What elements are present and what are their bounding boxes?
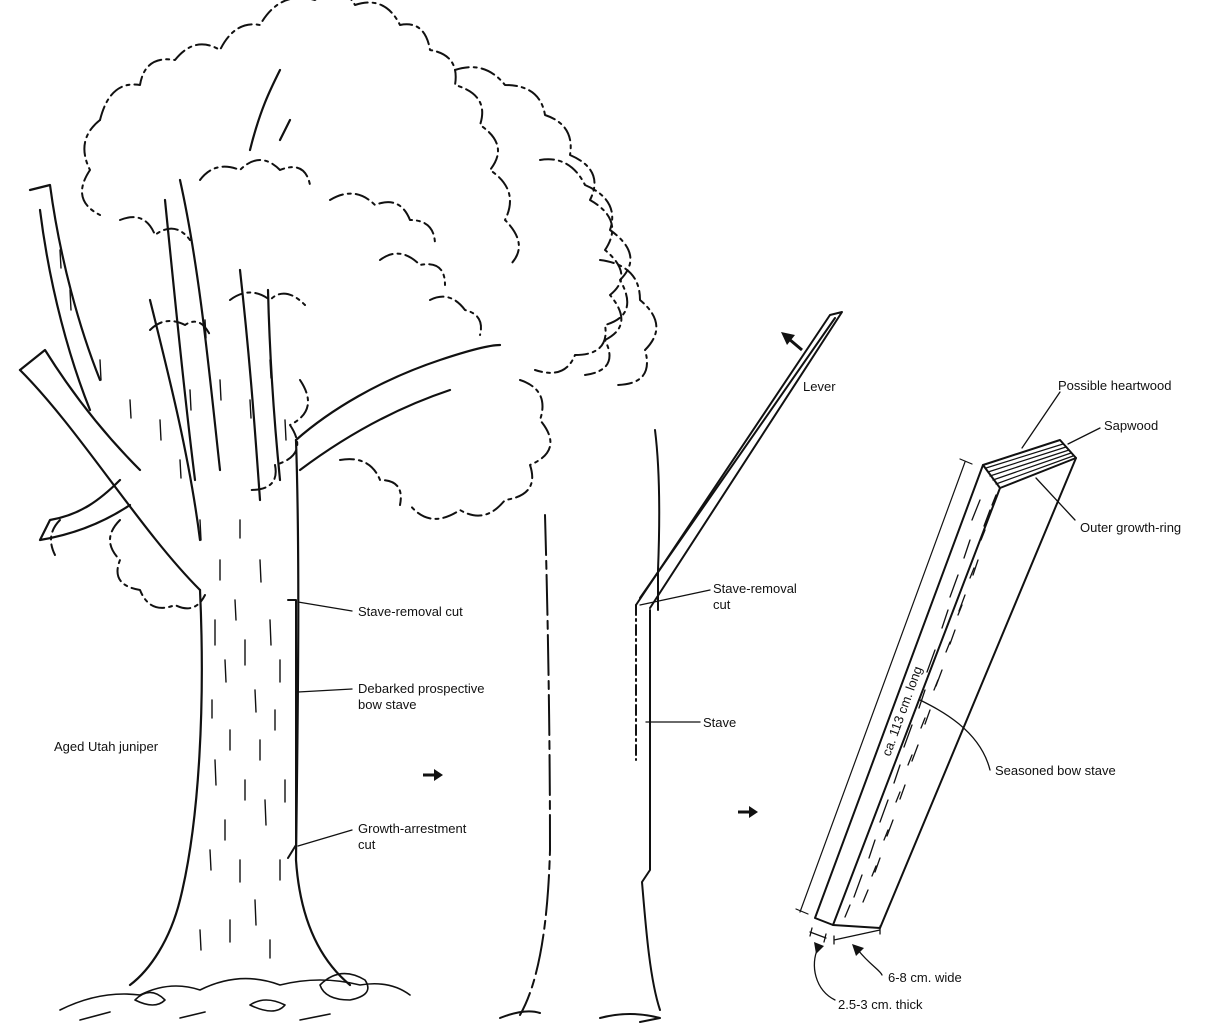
trunk-stave-removal-label-line1: Stave-removal (713, 581, 797, 596)
lever (636, 312, 842, 608)
stave-label: Stave (703, 715, 736, 730)
tree-title-label: Aged Utah juniper (54, 739, 159, 754)
tree-bark-texture (60, 250, 286, 958)
debarked-stave-label-line1: Debarked prospective (358, 681, 484, 696)
right-arrow-icon (738, 806, 758, 818)
possible-heartwood-label: Possible heartwood (1058, 378, 1171, 393)
cross-section-dimensions (810, 926, 880, 944)
trunk-panel: Lever Stave-removal cut Stave (500, 312, 842, 1022)
stave-removal-cut-label: Stave-removal cut (358, 604, 463, 619)
growth-arrest-label-line1: Growth-arrestment (358, 821, 467, 836)
sapwood-label: Sapwood (1104, 418, 1158, 433)
trunk-outline (500, 430, 660, 1022)
stave-panel: Possible heartwood Sapwood Outer growth-… (796, 378, 1181, 1012)
width-label: 6-8 cm. wide (888, 970, 962, 985)
growth-arrest-label-line2: cut (358, 837, 376, 852)
right-arrow-icon (423, 769, 443, 781)
length-dimension (796, 459, 972, 914)
lever-arrow-icon (781, 332, 802, 350)
seasoned-stave (815, 440, 1076, 928)
trunk-stave-removal-label-line2: cut (713, 597, 731, 612)
tree-stave-strip (288, 600, 296, 858)
tree-canopy (51, 0, 656, 608)
tree-trunk (20, 70, 500, 985)
outer-growth-ring-label: Outer growth-ring (1080, 520, 1181, 535)
lever-label: Lever (803, 379, 836, 394)
thickness-label: 2.5-3 cm. thick (838, 997, 923, 1012)
seasoned-bow-stave-label: Seasoned bow stave (995, 763, 1116, 778)
debarked-stave-label-line2: bow stave (358, 697, 417, 712)
tree-panel: Aged Utah juniper Stave-removal cut Deba… (20, 0, 656, 1020)
tree-ground (60, 974, 410, 1020)
tree-leader-lines (298, 602, 352, 846)
cross-section-arrow-icons (814, 942, 864, 956)
